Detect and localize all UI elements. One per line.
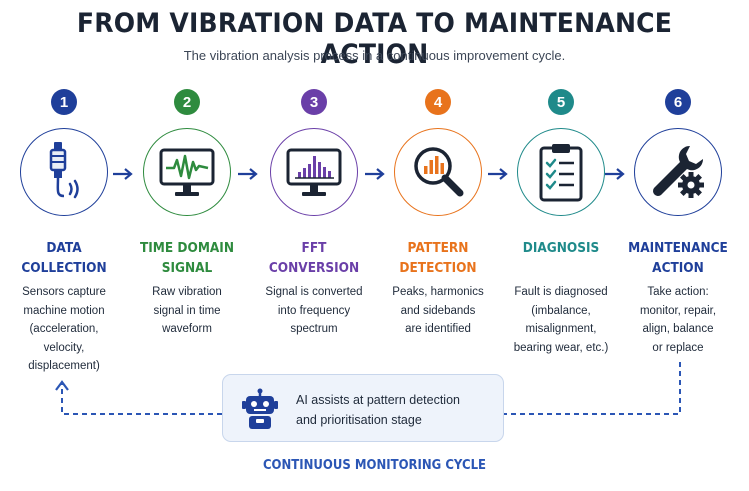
step-number-badge: 2 — [174, 89, 200, 115]
ai-assist-text: AI assists at pattern detection and prio… — [296, 393, 460, 427]
step-label: DIAGNOSIS — [522, 240, 600, 256]
step-icon-circle — [394, 128, 482, 216]
flow-arrow — [113, 168, 133, 180]
step-icon-circle — [270, 128, 358, 216]
vibration-sensor-icon — [49, 142, 79, 199]
spectrum-monitor-icon — [286, 148, 342, 196]
page-subtitle: The vibration analysis process in a cont… — [183, 48, 566, 63]
robot-icon — [242, 388, 278, 429]
ai-assist-box: AI assists at pattern detection and prio… — [222, 374, 504, 442]
step-icon-circle — [143, 128, 231, 216]
flow-arrow — [605, 168, 625, 180]
step-number-badge: 1 — [51, 89, 77, 115]
step-number-badge: 5 — [548, 89, 574, 115]
step-number-badge: 6 — [665, 89, 691, 115]
step-number-badge: 4 — [425, 89, 451, 115]
step-icon-circle — [634, 128, 722, 216]
waveform-monitor-icon — [159, 148, 215, 196]
cycle-label: CONTINUOUS MONITORING CYCLE — [262, 458, 487, 473]
flow-arrow — [238, 168, 258, 180]
step-icon-circle — [517, 128, 605, 216]
step-number-badge: 3 — [301, 89, 327, 115]
flow-arrow — [365, 168, 385, 180]
step-diagnosis: 5 DIAGNOSIS Fault is diagnosed(imbalance… — [501, 0, 621, 360]
page-title: FROM VIBRATION DATA TO MAINTENANCE ACTIO… — [76, 8, 673, 70]
step-description: Take action:monitor, repair,align, balan… — [639, 286, 717, 354]
wrench-gear-icon — [653, 145, 704, 198]
clipboard-checklist-icon — [539, 144, 583, 202]
step-icon-circle — [20, 128, 108, 216]
magnifier-chart-icon — [414, 147, 464, 197]
step-description: Fault is diagnosed(imbalance,misalignmen… — [513, 286, 609, 354]
flow-arrow — [488, 168, 508, 180]
